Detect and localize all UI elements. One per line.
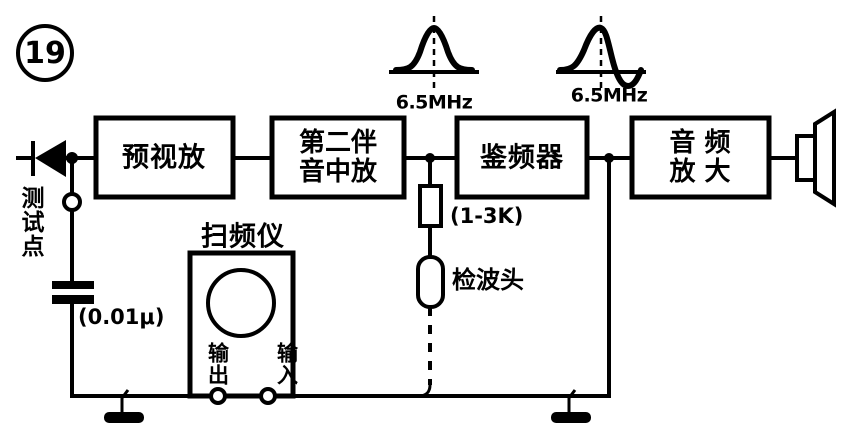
test-point-node	[62, 152, 82, 283]
block-second-sound-if-rect[interactable]	[269, 115, 407, 200]
block-label-frequency-discriminator: 鉴频器	[480, 142, 564, 174]
block-frequency-discriminator-rect[interactable]	[454, 115, 590, 200]
figure-number-text: 19	[24, 36, 66, 71]
block-label-audio-amplifier: 音 频 放 大	[669, 127, 731, 187]
ground-icon-left	[104, 389, 144, 423]
waveform-1-frequency-label: 6.5MHz	[395, 91, 473, 114]
diode-icon	[31, 140, 66, 177]
capacitor-value-label: (0.01μ)	[78, 305, 165, 329]
block-label-pre-video-amp: 预视放	[122, 142, 206, 174]
ground-icon-right	[551, 389, 591, 423]
sweep-generator-input-label: 输入	[274, 342, 299, 386]
test-point-label: 测试点	[17, 186, 43, 258]
figure-number-badge	[16, 24, 74, 82]
sweep-generator-title: 扫频仪	[201, 221, 285, 253]
sweep-generator-body[interactable]	[187, 250, 296, 405]
resistor-value-label: (1-3K)	[450, 204, 524, 228]
block-label-second-sound-if-line1: 第二伴	[298, 127, 378, 158]
block-pre-video-amp-rect[interactable]	[93, 115, 236, 200]
block-label-audio-amplifier-line1: 音 频	[669, 127, 731, 158]
bandpass-response-waveform	[389, 16, 479, 88]
speaker-icon	[795, 108, 836, 208]
ground-rail	[70, 156, 611, 398]
s-curve-response-waveform	[556, 16, 646, 90]
capacitor-symbol	[52, 281, 94, 398]
sweep-generator-output-label: 输出	[205, 342, 230, 386]
block-label-second-sound-if-line2: 音中放	[298, 157, 378, 187]
block-audio-amplifier-rect[interactable]	[629, 115, 772, 200]
block-label-second-sound-if: 第二伴 音中放	[298, 127, 378, 187]
block-label-audio-amplifier-line2: 放 大	[669, 157, 731, 187]
waveform-2-frequency-label: 6.5MHz	[570, 84, 648, 107]
detector-branch	[416, 153, 445, 398]
discriminator-output-node	[604, 153, 614, 163]
detector-probe-label: 检波头	[452, 266, 524, 294]
